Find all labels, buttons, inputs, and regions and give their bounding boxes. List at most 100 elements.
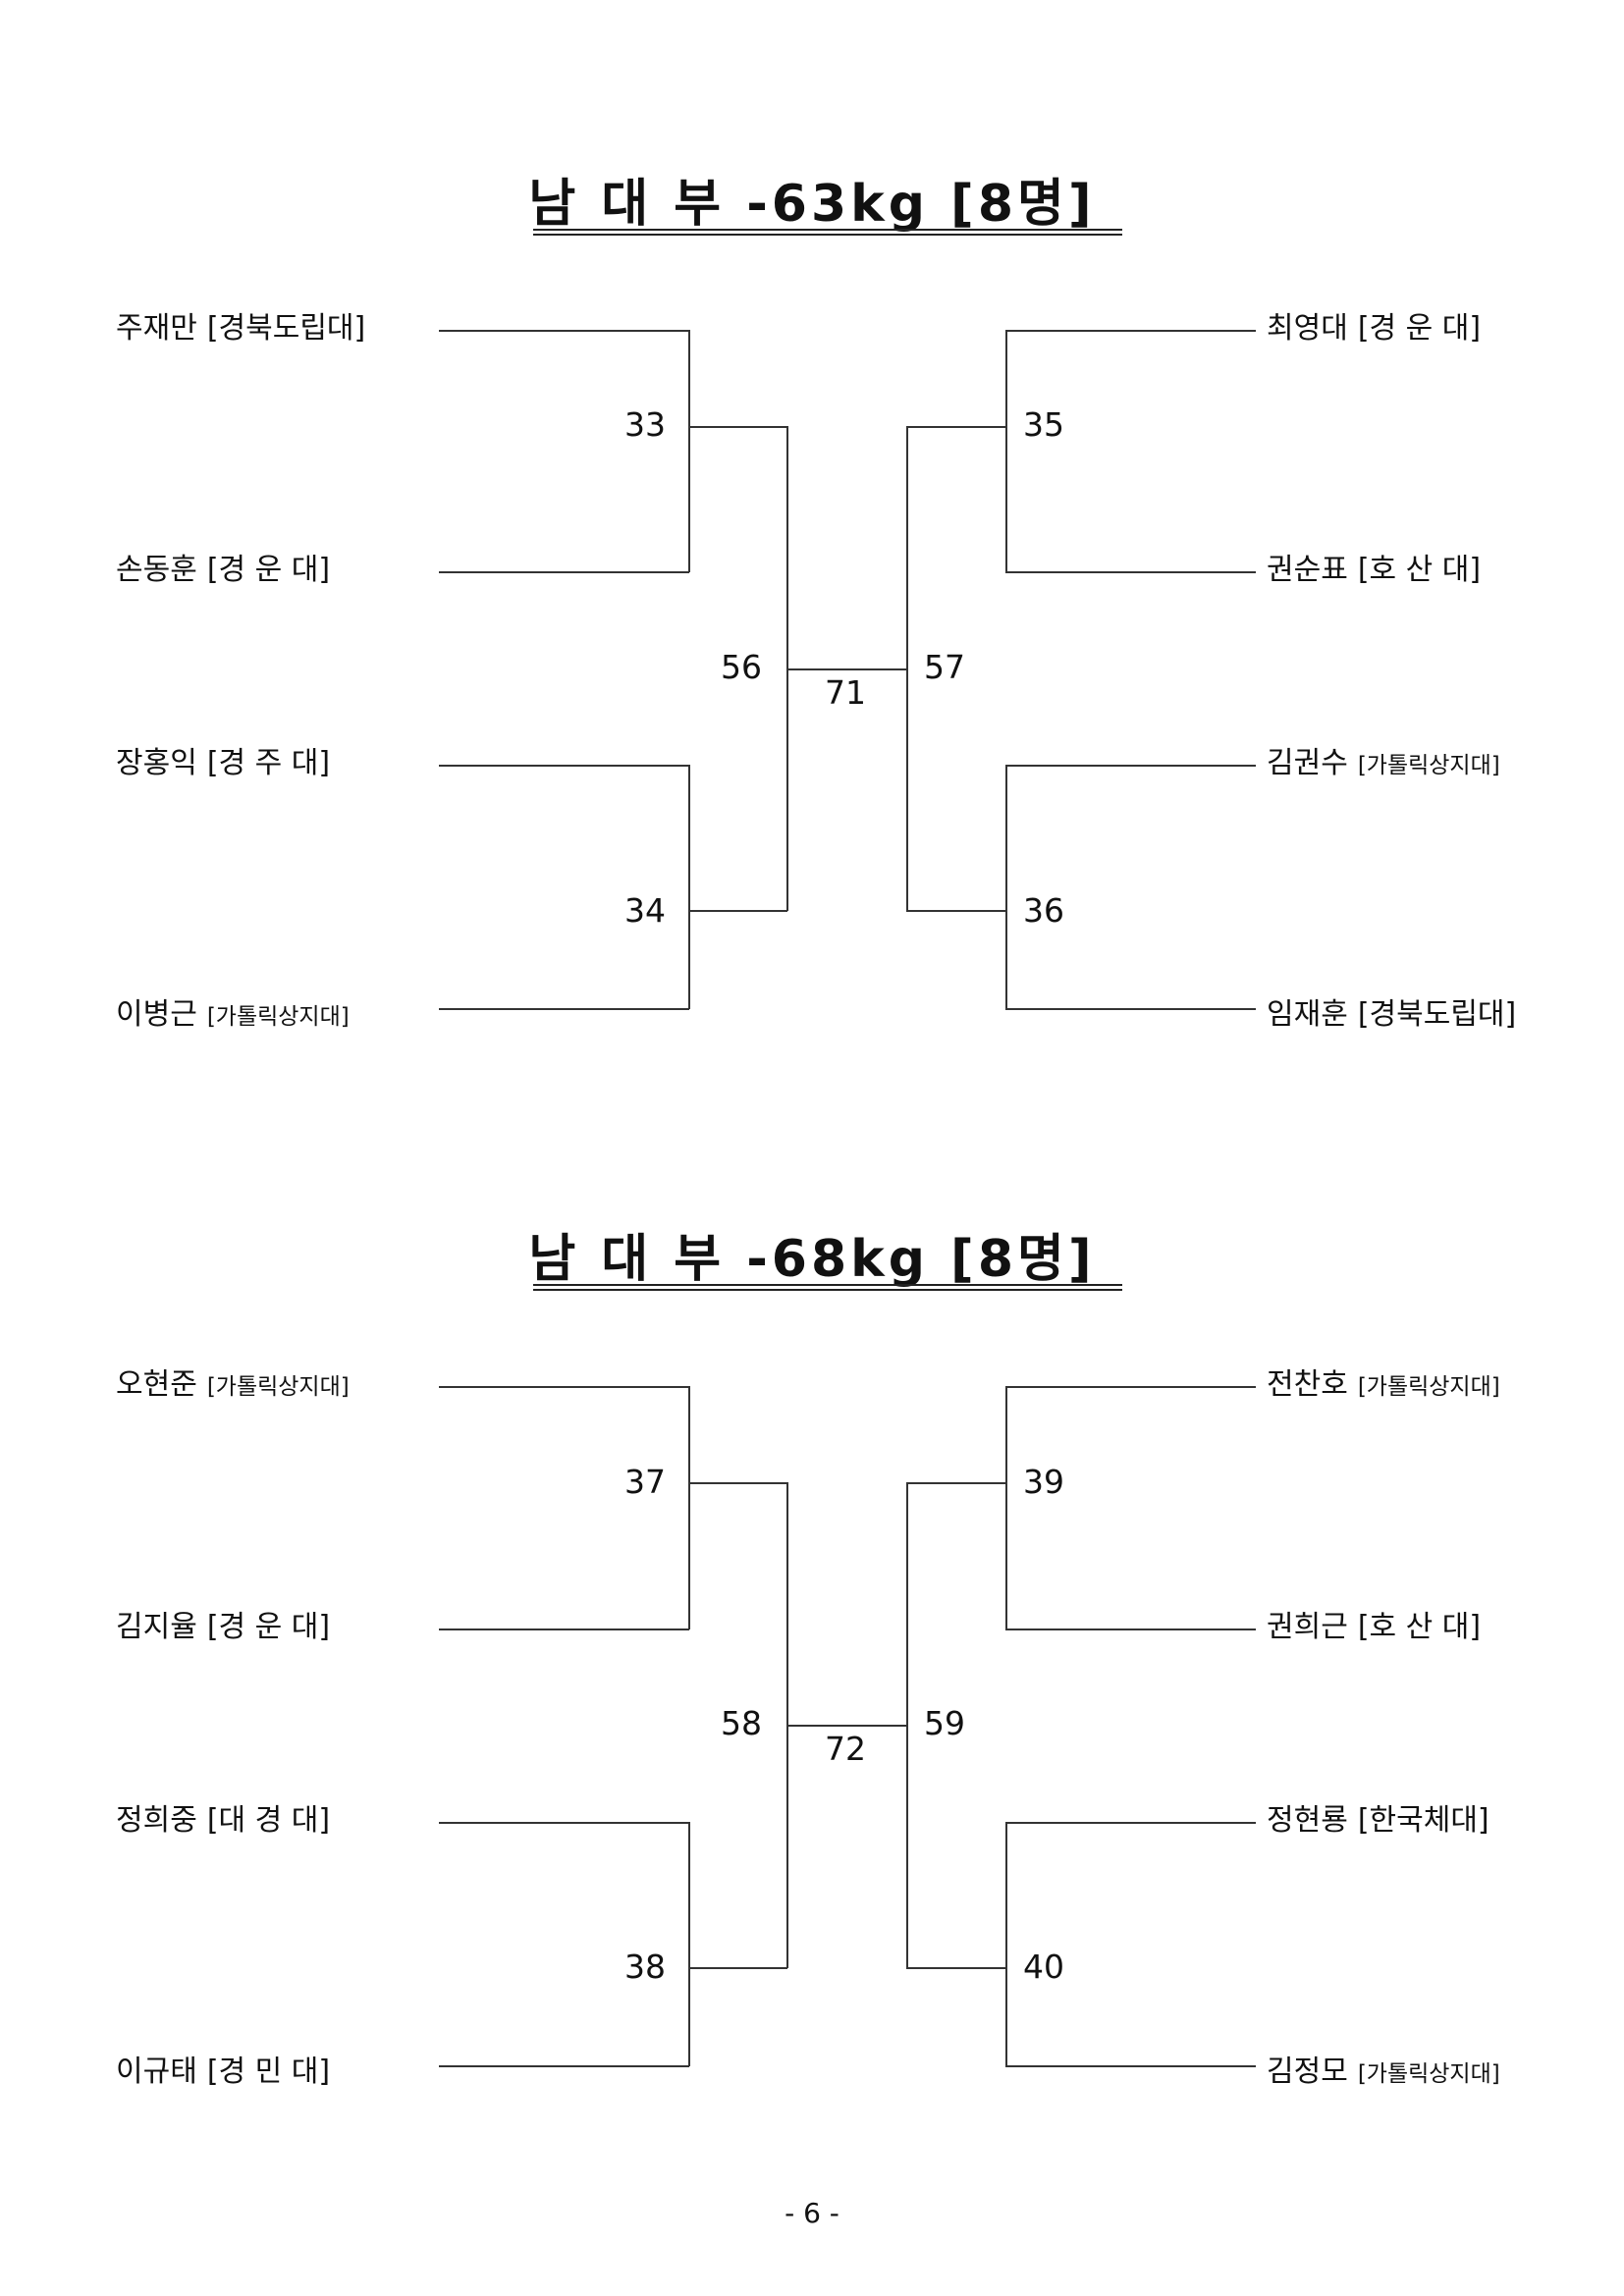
competitor-entry: 주재만 [경북도립대] xyxy=(116,311,365,347)
competitor-entry: 김지율[경 운 대] xyxy=(116,1610,330,1645)
bracket-line xyxy=(1005,1386,1007,1629)
competitor-name: 권순표 xyxy=(1267,553,1348,587)
competitor-entry: 김권수 [가톨릭상지대] xyxy=(1267,746,1500,783)
competitor-name: 주재만 xyxy=(116,311,197,346)
bracket-line xyxy=(688,910,787,912)
bracket-line xyxy=(1005,330,1007,572)
competitor-affiliation: [경 운 대] xyxy=(1357,311,1482,346)
competitor-entry: 전찬호 [가톨릭상지대] xyxy=(1267,1367,1500,1405)
bracket-line xyxy=(1005,1822,1256,1824)
bracket-line xyxy=(1005,1822,1007,2066)
bracket-title: 남 대 부 -68kg [8명] xyxy=(528,1230,1096,1289)
title-underline xyxy=(533,229,1122,236)
bracket-line xyxy=(1005,1629,1256,1630)
title-underline xyxy=(533,1284,1122,1291)
bracket-line xyxy=(439,2065,689,2067)
bracket-title: 남 대 부 -63kg [8명] xyxy=(528,175,1096,234)
competitor-entry: 권희근 [호 산 대] xyxy=(1267,1610,1481,1645)
bracket-line xyxy=(439,765,689,767)
competitor-entry: 정현룡 [한국체대] xyxy=(1267,1803,1489,1839)
match-number: 34 xyxy=(624,891,666,930)
bracket-line xyxy=(1005,1008,1256,1010)
bracket-line xyxy=(1005,571,1256,573)
competitor-affiliation: [가톨릭상지대] xyxy=(206,1004,350,1030)
match-number: 38 xyxy=(624,1948,666,1986)
bracket-line xyxy=(906,426,908,911)
competitor-affiliation: [호 산 대] xyxy=(1357,553,1482,587)
competitor-entry: 임재훈 [경북도립대] xyxy=(1267,997,1516,1033)
competitor-name: 최영대 xyxy=(1267,311,1348,346)
bracket-line xyxy=(906,1967,1006,1969)
competitor-entry: 최영대 [경 운 대] xyxy=(1267,311,1481,347)
bracket-line xyxy=(786,668,906,670)
bracket-line xyxy=(688,1482,787,1484)
competitor-affiliation: [경북도립대] xyxy=(206,311,366,346)
competitor-name: 권희근 xyxy=(1267,1610,1348,1644)
competitor-entry: 손동훈 [경 운 대] xyxy=(116,553,330,588)
bracket-line xyxy=(1005,765,1256,767)
competitor-affiliation: [가톨릭상지대] xyxy=(1357,1374,1500,1400)
competitor-affiliation: [호 산 대] xyxy=(1357,1610,1482,1644)
match-number: 40 xyxy=(1023,1948,1064,1986)
competitor-affiliation: [대 경 대] xyxy=(206,1803,331,1838)
competitor-affiliation: [가톨릭상지대] xyxy=(206,1374,350,1400)
bracket-line xyxy=(439,1008,689,1010)
bracket-line xyxy=(439,330,689,332)
page-number: - 6 - xyxy=(785,2197,839,2229)
bracket-line xyxy=(1005,765,1007,1009)
bracket-line xyxy=(688,1967,787,1969)
competitor-entry: 정희중 [대 경 대] xyxy=(116,1803,330,1839)
competitor-entry: 이규태[경 민 대] xyxy=(116,2055,330,2090)
match-number-final: 71 xyxy=(825,673,866,712)
bracket-line xyxy=(906,910,1006,912)
match-number: 37 xyxy=(624,1463,666,1501)
bracket-line xyxy=(688,1386,690,1629)
competitor-name: 오현준 xyxy=(116,1367,197,1402)
competitor-entry: 권순표 [호 산 대] xyxy=(1267,553,1481,588)
match-number: 35 xyxy=(1023,405,1064,444)
competitor-entry: 오현준 [가톨릭상지대] xyxy=(116,1367,350,1405)
competitor-affiliation: [경북도립대] xyxy=(1357,997,1517,1032)
bracket-line xyxy=(688,426,787,428)
bracket-line xyxy=(688,765,690,1009)
bracket-line xyxy=(906,426,1006,428)
competitor-name: 김지율 xyxy=(116,1610,197,1644)
bracket-line xyxy=(1005,2065,1256,2067)
competitor-affiliation: [가톨릭상지대] xyxy=(1357,753,1500,778)
match-number: 58 xyxy=(721,1704,762,1742)
bracket-line xyxy=(439,1386,689,1388)
competitor-entry: 장홍익 [경 주 대] xyxy=(116,746,330,781)
competitor-name: 김권수 xyxy=(1267,746,1348,780)
match-number: 57 xyxy=(924,648,965,686)
match-number: 39 xyxy=(1023,1463,1064,1501)
competitor-affiliation: [가톨릭상지대] xyxy=(1357,2061,1500,2087)
competitor-name: 김정모 xyxy=(1267,2055,1348,2089)
bracket-line xyxy=(906,1482,1006,1484)
bracket-line xyxy=(439,1629,689,1630)
competitor-name: 손동훈 xyxy=(116,553,197,587)
competitor-name: 전찬호 xyxy=(1267,1367,1348,1402)
competitor-affiliation: [한국체대] xyxy=(1357,1803,1489,1838)
bracket-line xyxy=(688,1822,690,2066)
bracket-line xyxy=(1005,1386,1256,1388)
competitor-affiliation: [경 운 대] xyxy=(206,553,331,587)
bracket-line xyxy=(786,1725,906,1727)
match-number: 36 xyxy=(1023,891,1064,930)
bracket-line xyxy=(1005,330,1256,332)
bracket-line xyxy=(439,1822,689,1824)
bracket-line xyxy=(439,571,689,573)
competitor-entry: 이병근 [가톨릭상지대] xyxy=(116,997,350,1035)
match-number: 33 xyxy=(624,405,666,444)
competitor-affiliation: [경 민 대] xyxy=(206,2055,331,2089)
competitor-name: 이병근 xyxy=(116,997,197,1032)
competitor-name: 정희중 xyxy=(116,1803,197,1838)
competitor-affiliation: [경 주 대] xyxy=(206,746,331,780)
competitor-name: 임재훈 xyxy=(1267,997,1348,1032)
bracket-line xyxy=(688,330,690,572)
match-number: 56 xyxy=(721,648,762,686)
competitor-name: 장홍익 xyxy=(116,746,197,780)
competitor-name: 정현룡 xyxy=(1267,1803,1348,1838)
match-number: 59 xyxy=(924,1704,965,1742)
competitor-entry: 김정모 [가톨릭상지대] xyxy=(1267,2055,1500,2092)
bracket-line xyxy=(906,1482,908,1968)
